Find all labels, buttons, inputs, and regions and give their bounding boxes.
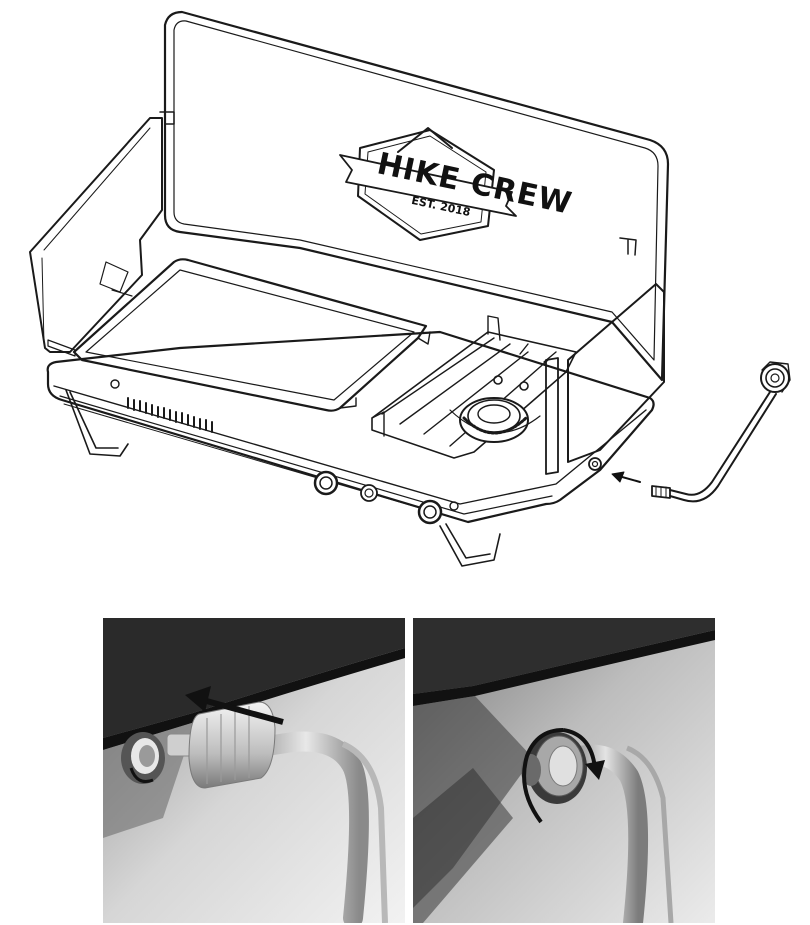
right-burner-knob <box>417 499 443 525</box>
hike-crew-logo: HIKE CREW EST. 2018 <box>339 127 575 241</box>
control-knobs <box>313 470 443 525</box>
left-windscreen <box>29 111 175 357</box>
right-windscreen <box>545 283 665 475</box>
folding-legs <box>65 389 501 567</box>
vent-slots <box>127 397 213 433</box>
burner-grate <box>371 315 577 459</box>
insert-arrow-icon <box>185 686 284 725</box>
tighten-rotate-icon <box>522 728 605 824</box>
gas-inlet-port <box>588 457 602 471</box>
photo-insert-regulator <box>103 618 405 923</box>
stove-base <box>46 330 655 524</box>
stove-diagram: HIKE CREW EST. 2018 <box>29 10 791 567</box>
griddle-plate <box>72 258 431 412</box>
connect-arrow-icon <box>611 471 641 483</box>
left-burner-knob <box>313 470 339 496</box>
gas-regulator <box>651 361 791 503</box>
stove-lid <box>163 10 670 382</box>
igniter-button <box>360 484 378 502</box>
photo-tighten-regulator <box>413 618 715 923</box>
